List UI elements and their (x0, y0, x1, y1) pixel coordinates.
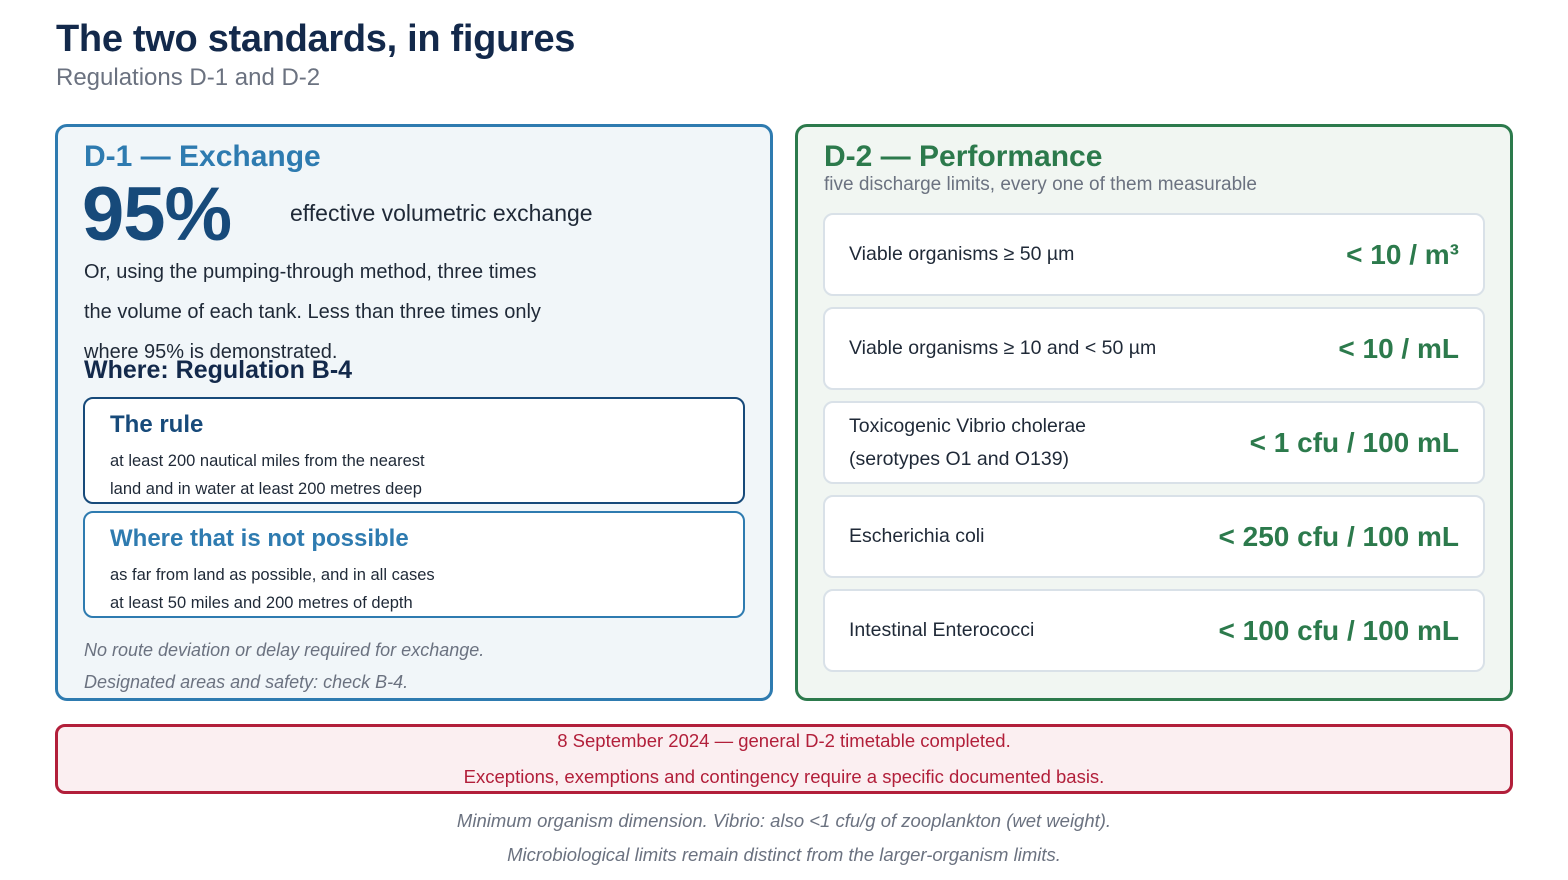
limit-label: Escherichia coli (849, 497, 984, 576)
limit-label-line: Viable organisms ≥ 10 and < 50 µm (849, 337, 1157, 359)
d1-note: No route deviation or delay required for… (84, 640, 485, 660)
d1-paragraph-line: the volume of each tank. Less than three… (84, 301, 541, 323)
banner-line: Exceptions, exemptions and contingency r… (463, 766, 1105, 787)
limit-card-organisms-50: Viable organisms ≥ 50 µm < 10 / m³ (823, 213, 1485, 296)
fallback-card: Where that is not possible as far from l… (83, 511, 745, 618)
limit-label-line: Intestinal Enterococci (849, 619, 1035, 641)
limit-label-line: Toxicogenic Vibrio cholerae (849, 414, 1087, 437)
d1-heading: D-1 — Exchange (84, 140, 321, 173)
footnote: Microbiological limits remain distinct f… (507, 844, 1061, 865)
limit-value: < 1 cfu / 100 mL (1249, 426, 1459, 458)
limit-card-e-coli: Escherichia coli < 250 cfu / 100 mL (823, 495, 1485, 578)
rule-card-text: at least 200 nautical miles from the nea… (110, 447, 425, 503)
limit-label: Intestinal Enterococci (849, 591, 1034, 670)
banner-line: 8 September 2024 — general D-2 timetable… (557, 730, 1011, 751)
limit-label: Viable organisms ≥ 50 µm (849, 215, 1074, 294)
d1-paragraph-line: Or, using the pumping-through method, th… (84, 261, 537, 283)
limit-label: Toxicogenic Vibrio cholerae (serotypes O… (849, 403, 1086, 482)
rule-card-line: land and in water at least 200 metres de… (110, 480, 422, 498)
limit-label-line: (serotypes O1 and O139) (849, 447, 1070, 470)
rule-card: The rule at least 200 nautical miles fro… (83, 397, 745, 504)
rule-card-line: at least 200 nautical miles from the nea… (110, 452, 425, 470)
d1-big-value: 95% (82, 172, 232, 257)
fallback-card-title: Where that is not possible (110, 525, 409, 552)
d2-subheading: five discharge limits, every one of them… (824, 174, 1257, 195)
page-subtitle: Regulations D-1 and D-2 (56, 64, 321, 91)
d1-note: Designated areas and safety: check B-4. (84, 672, 409, 692)
where-heading: Where: Regulation B-4 (84, 356, 353, 384)
fallback-card-text: as far from land as possible, and in all… (110, 561, 435, 617)
limit-value: < 100 cfu / 100 mL (1218, 614, 1459, 646)
limit-card-vibrio: Toxicogenic Vibrio cholerae (serotypes O… (823, 401, 1485, 484)
d2-heading: D-2 — Performance (824, 140, 1103, 173)
timetable-banner: 8 September 2024 — general D-2 timetable… (55, 724, 1513, 794)
d1-notes: No route deviation or delay required for… (84, 634, 484, 698)
limit-value: < 10 / m³ (1346, 238, 1459, 270)
limit-label-line: Escherichia coli (849, 525, 985, 547)
limit-label-line: Viable organisms ≥ 50 µm (849, 243, 1075, 265)
page-title: The two standards, in figures (56, 18, 576, 60)
limit-label: Viable organisms ≥ 10 and < 50 µm (849, 309, 1156, 388)
d1-paragraph: Or, using the pumping-through method, th… (84, 252, 644, 372)
limit-value: < 250 cfu / 100 mL (1218, 520, 1459, 552)
d1-big-label: effective volumetric exchange (290, 200, 593, 226)
footnote: Minimum organism dimension. Vibrio: also… (456, 810, 1112, 831)
limit-card-enterococci: Intestinal Enterococci < 100 cfu / 100 m… (823, 589, 1485, 672)
limit-card-organisms-10-50: Viable organisms ≥ 10 and < 50 µm < 10 /… (823, 307, 1485, 390)
fallback-card-line: as far from land as possible, and in all… (110, 566, 435, 584)
d1-paragraph-line: where 95% is demonstrated. (84, 341, 338, 363)
fallback-card-line: at least 50 miles and 200 metres of dept… (110, 594, 413, 612)
limit-value: < 10 / mL (1338, 332, 1459, 364)
rule-card-title: The rule (110, 411, 204, 438)
